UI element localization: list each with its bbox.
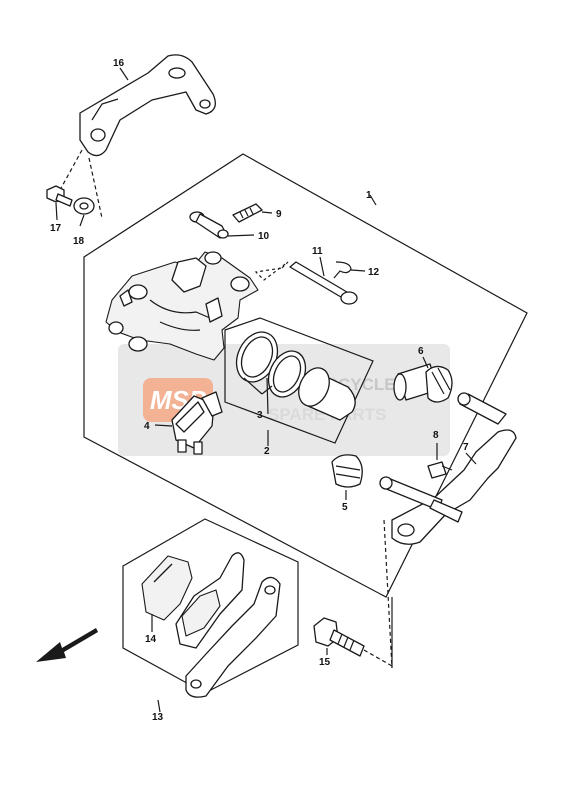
piston <box>298 367 356 421</box>
pad-spring <box>171 391 223 455</box>
brake-pad-front <box>141 555 193 621</box>
bleeder-screw <box>232 203 263 223</box>
pin-clip <box>333 261 352 279</box>
slide-pin-boot-6 <box>393 363 453 403</box>
bolt-15 <box>313 617 365 657</box>
label-2: 2 <box>264 446 270 457</box>
label-8: 8 <box>433 430 439 441</box>
label-7: 7 <box>463 442 469 453</box>
label-4: 4 <box>144 421 150 432</box>
retainer-clip-8 <box>427 461 453 479</box>
brake-pad-rear <box>175 552 245 649</box>
piston-seal-outer <box>235 331 279 383</box>
bolt-17 <box>46 185 73 207</box>
label-12: 12 <box>368 267 380 278</box>
label-11: 11 <box>312 246 323 257</box>
pad-pin <box>289 261 358 305</box>
caliper-body <box>105 251 259 361</box>
pad-set-outline <box>122 518 299 694</box>
label-18: 18 <box>73 236 85 247</box>
sliding-bracket <box>379 392 517 545</box>
label-1: 1 <box>366 190 372 201</box>
washer-18 <box>73 197 95 215</box>
label-9: 9 <box>276 209 282 220</box>
label-3: 3 <box>257 410 263 421</box>
bleeder-cap <box>189 211 229 239</box>
label-10: 10 <box>258 231 270 242</box>
boot-5 <box>331 454 363 488</box>
label-15: 15 <box>319 657 331 668</box>
piston-seal-inner <box>267 350 307 398</box>
label-16: 16 <box>113 58 125 69</box>
label-5: 5 <box>342 502 348 513</box>
label-17: 17 <box>50 223 62 234</box>
label-13: 13 <box>152 712 164 723</box>
label-14: 14 <box>145 634 157 645</box>
label-6: 6 <box>418 346 424 357</box>
pad-shim <box>185 576 281 698</box>
caliper-assembly-outline <box>83 153 528 598</box>
front-arrow-icon <box>36 628 98 662</box>
caliper-bracket <box>79 54 216 157</box>
